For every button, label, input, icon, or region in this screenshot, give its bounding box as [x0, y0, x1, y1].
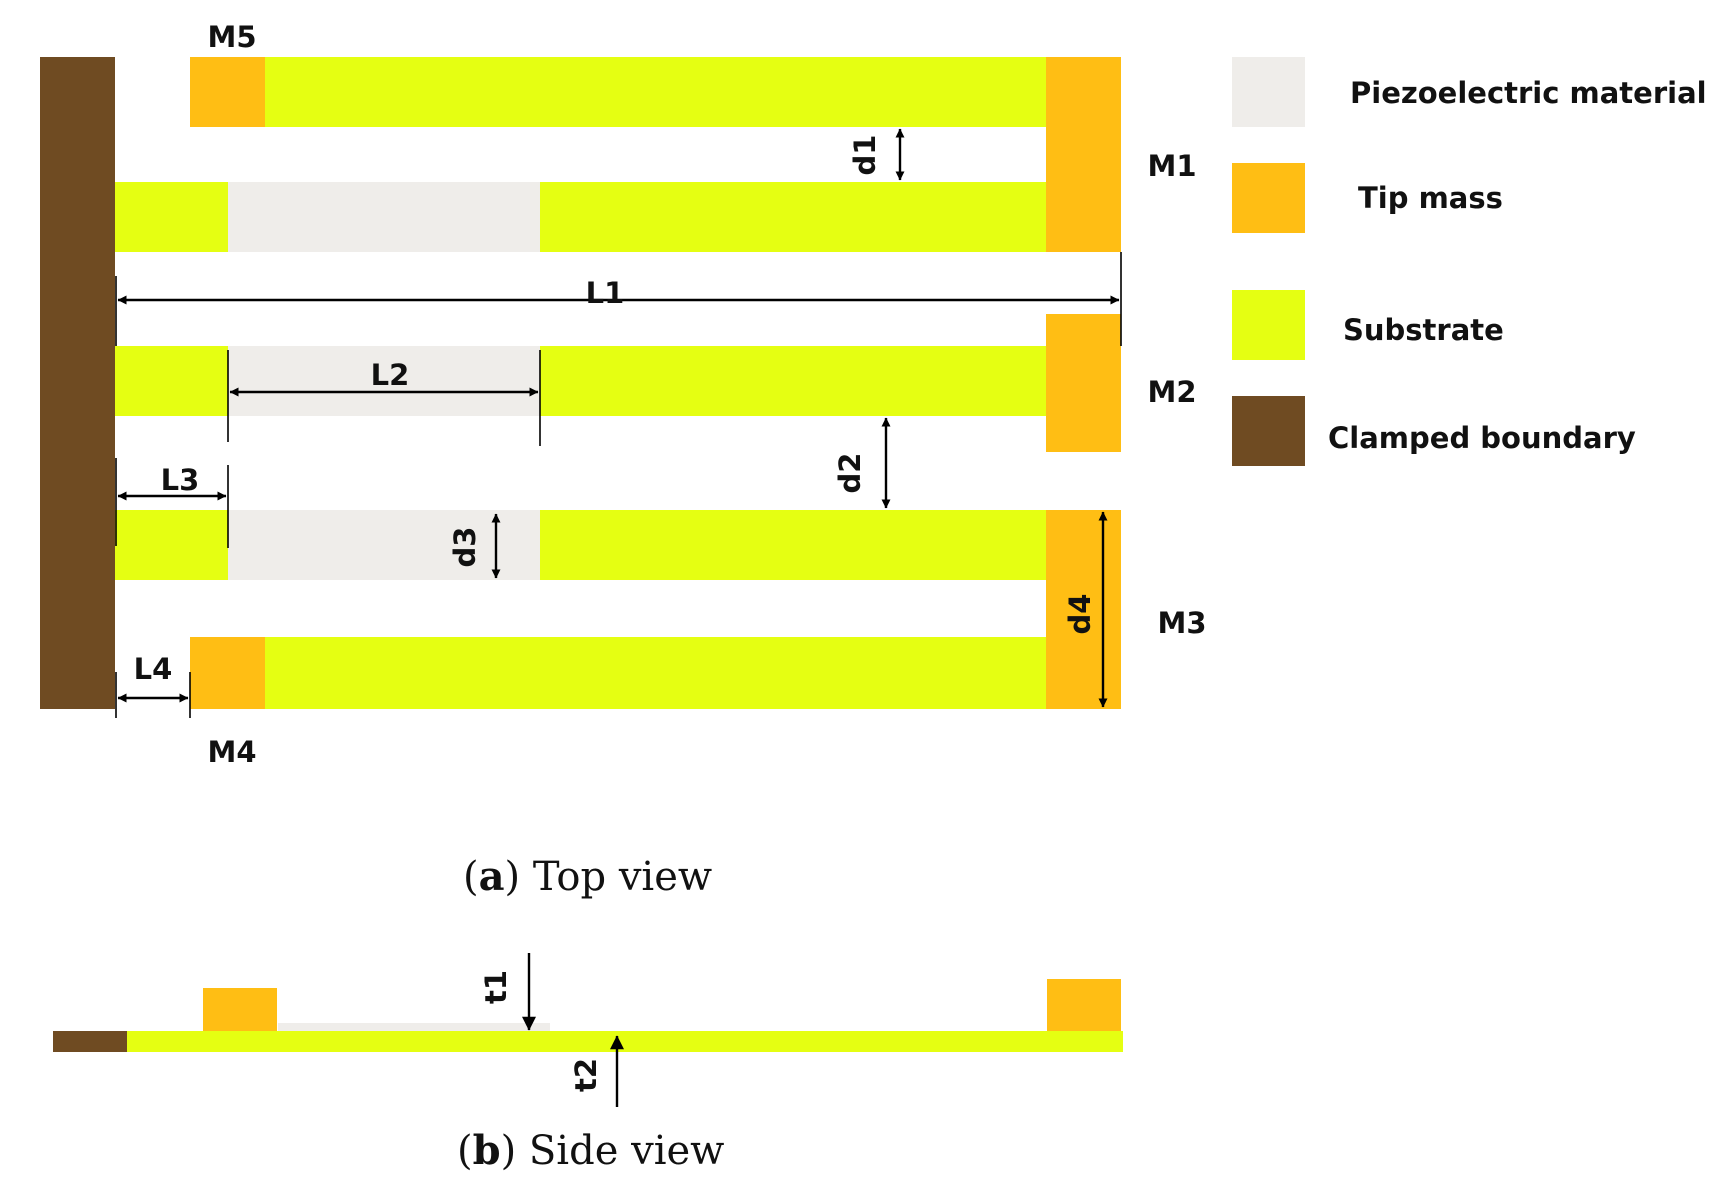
tip-mass-m5	[190, 57, 265, 127]
piezo-layer-beam-3	[228, 346, 540, 416]
l3-label: L3	[161, 463, 200, 497]
m5-label: M5	[207, 20, 256, 54]
clamped-boundary	[40, 57, 115, 709]
side-view: t1 t2 (b) Side view	[53, 953, 1123, 1174]
caption-top-view: (a) Top view	[463, 853, 712, 900]
legend-label-tip-mass: Tip mass	[1358, 181, 1503, 215]
legend-swatch-tip-mass	[1232, 163, 1305, 233]
side-tip-mass-right	[1047, 979, 1121, 1031]
legend-label-piezo: Piezoelectric material	[1350, 76, 1707, 110]
m1-label: M1	[1147, 149, 1196, 183]
d4-label: d4	[1063, 594, 1097, 635]
substrate-beam-5	[190, 637, 1046, 709]
piezo-layer-beam-2	[228, 182, 540, 252]
caption-side-view: (b) Side view	[457, 1127, 724, 1174]
d3-label: d3	[448, 527, 482, 568]
t2-label: t2	[569, 1058, 603, 1092]
tip-mass-m3	[1046, 510, 1121, 709]
l1-label: L1	[586, 276, 625, 310]
tip-mass-m1	[1046, 57, 1121, 252]
m4-label: M4	[207, 735, 256, 769]
legend-swatch-clamped	[1232, 396, 1305, 466]
legend: Piezoelectric material Tip mass Substrat…	[1232, 57, 1707, 466]
legend-swatch-substrate	[1232, 290, 1305, 360]
side-piezo-layer	[278, 1023, 550, 1031]
side-clamped-boundary	[53, 1031, 127, 1052]
tip-mass-m4	[190, 637, 265, 709]
tip-mass-m2	[1046, 314, 1121, 452]
side-tip-mass-left	[203, 988, 277, 1031]
side-substrate	[127, 1031, 1123, 1052]
l2-label: L2	[371, 358, 410, 392]
m3-label: M3	[1157, 606, 1206, 640]
caption-side-view-letter: b	[473, 1127, 501, 1174]
substrate-beam-1	[190, 57, 1046, 127]
legend-label-clamped: Clamped boundary	[1328, 421, 1636, 455]
caption-side-view-text: Side view	[516, 1128, 724, 1174]
piezo-layer-beam-4	[228, 510, 540, 580]
m2-label: M2	[1147, 375, 1196, 409]
top-view: L1 L2 L3 L4 d1 d2 d3 d4 M5 M1 M2 M3 M4	[40, 20, 1207, 900]
legend-label-substrate: Substrate	[1343, 313, 1504, 347]
caption-top-view-letter: a	[479, 853, 505, 900]
d1-label: d1	[848, 135, 882, 176]
l4-label: L4	[134, 652, 173, 686]
d2-label: d2	[833, 453, 867, 494]
caption-top-view-text: Top view	[520, 854, 712, 900]
t1-label: t1	[479, 970, 513, 1004]
legend-swatch-piezo	[1232, 57, 1305, 127]
